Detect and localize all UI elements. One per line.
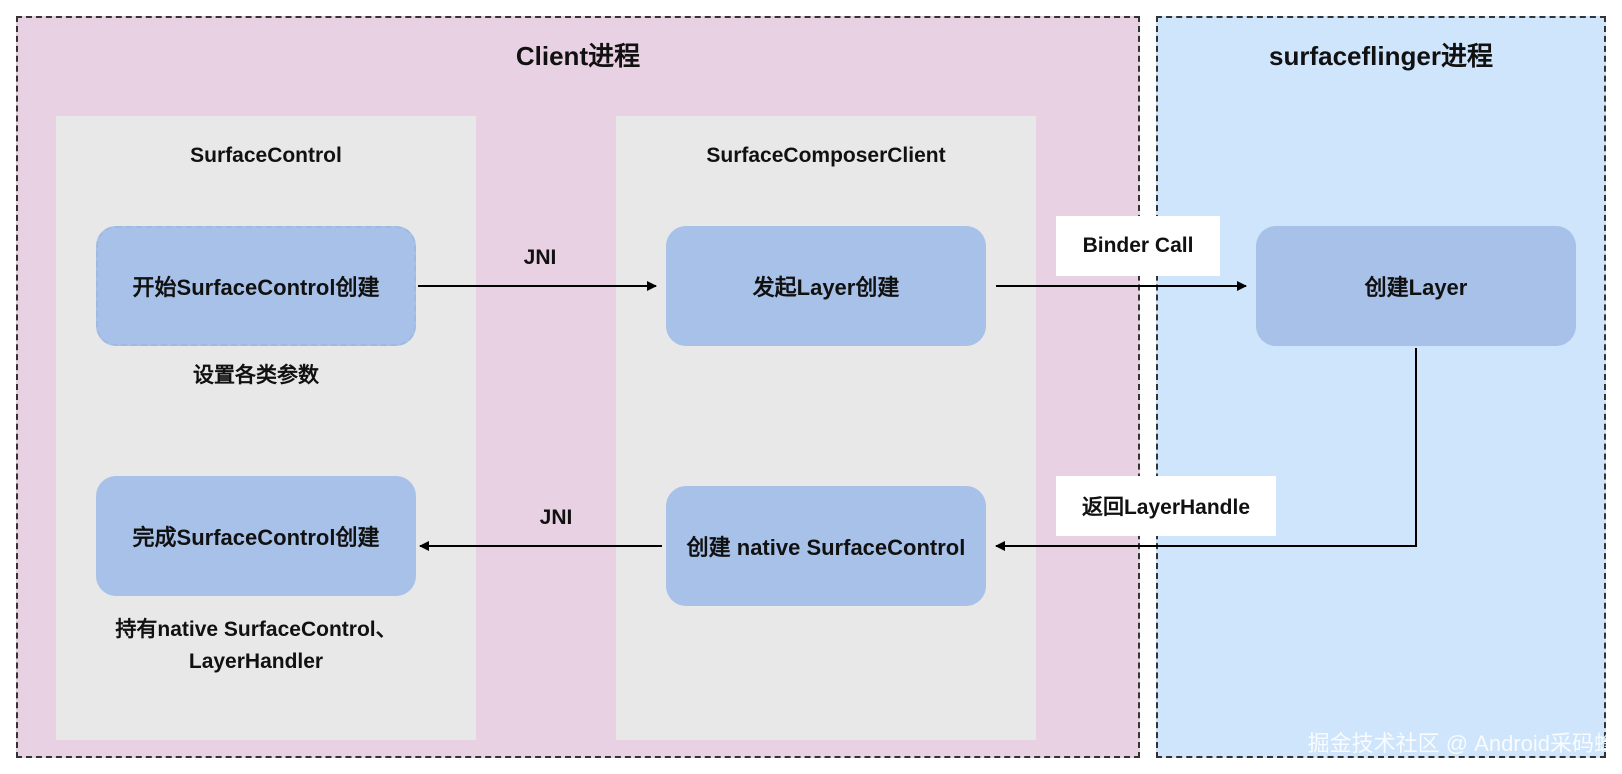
arrow-return-handle (995, 348, 1417, 551)
watermark: 掘金技术社区 @ Android采码蜂 (1307, 731, 1616, 756)
set-params-note: 设置各类参数 (193, 364, 319, 387)
return-layerhandle-label: 返回LayerHandle (1056, 476, 1276, 536)
jni-top-label: JNI (523, 246, 557, 269)
hold-native-note: 持有native SurfaceControl、 LayerHandler (76, 614, 436, 677)
start-surfacecontrol-create-node: 开始SurfaceControl创建 (96, 226, 416, 346)
create-native-surfacecontrol-node: 创建 native SurfaceControl (666, 486, 986, 606)
hold-native-note-line1: 持有native SurfaceControl、 (115, 618, 397, 641)
surfaceflinger-process-region (1156, 16, 1606, 758)
initiate-layer-create-node: 发起Layer创建 (666, 226, 986, 346)
hold-native-note-line2: LayerHandler (188, 649, 324, 673)
client-process-title: Client进程 (515, 41, 641, 71)
surfaceflinger-process-title: surfaceflinger进程 (1269, 41, 1493, 71)
finish-surfacecontrol-create-node: 完成SurfaceControl创建 (96, 476, 416, 596)
surfacecomposerclient-lane (616, 116, 1036, 740)
jni-bottom-label: JNI (539, 506, 573, 529)
surfacecontrol-lane (56, 116, 476, 740)
surfacecomposerclient-lane-title: SurfaceComposerClient (706, 144, 946, 167)
binder-call-label: Binder Call (1056, 216, 1220, 276)
surfacecontrol-lane-title: SurfaceControl (190, 144, 342, 167)
create-layer-node: 创建Layer (1256, 226, 1576, 346)
